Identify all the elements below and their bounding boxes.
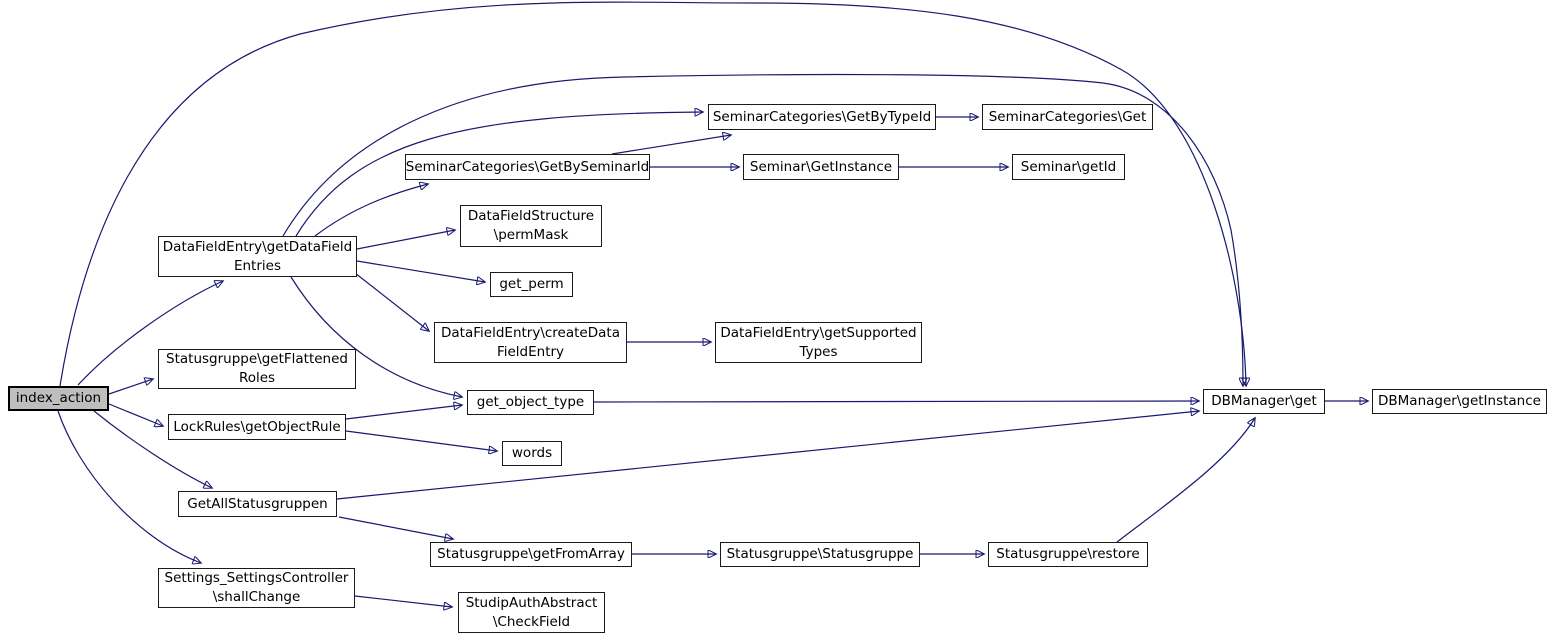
node-seminarcategories-getbyseminarid[interactable]: SeminarCategories\GetBySeminarId bbox=[405, 154, 650, 180]
edge-getdatafieldentries-to-getbytypeid bbox=[295, 112, 703, 237]
node-dbmanager-getinstance[interactable]: DBManager\getInstance bbox=[1372, 389, 1547, 414]
edge-getallstatusgruppen-to-dbmanager-get bbox=[336, 411, 1199, 500]
node-index-action[interactable]: index_action bbox=[8, 386, 109, 411]
node-settings-settingscontroller-shallchange[interactable]: Settings_SettingsController \shallChange bbox=[158, 568, 355, 608]
node-seminarcategories-get[interactable]: SeminarCategories\Get bbox=[982, 104, 1153, 130]
node-getallstatusgruppen[interactable]: GetAllStatusgruppen bbox=[178, 491, 337, 517]
edge-getdatafieldentries-to-getobjecttype bbox=[290, 276, 462, 397]
edge-getobjectrule-to-getobjecttype bbox=[345, 405, 462, 420]
node-words[interactable]: words bbox=[502, 441, 562, 466]
edge-shallchange-to-checkfield bbox=[354, 595, 452, 607]
node-dbmanager-get[interactable]: DBManager\get bbox=[1203, 389, 1325, 414]
edge-getbyseminarid-to-getbytypeid bbox=[611, 135, 731, 155]
node-get-perm[interactable]: get_perm bbox=[490, 272, 573, 297]
node-datafieldentry-getdatafieldentries[interactable]: DataFieldEntry\getDataField Entries bbox=[158, 236, 357, 277]
edge-index-to-shallchange bbox=[57, 410, 201, 563]
node-get-object-type[interactable]: get_object_type bbox=[467, 390, 594, 415]
edge-getobjecttype-to-dbmanager-get bbox=[593, 401, 1199, 402]
edge-getdatafieldentries-to-getperm bbox=[356, 260, 485, 282]
edge-getdatafieldentries-to-createdatafieldentry bbox=[354, 272, 429, 331]
node-studipauthabstract-checkfield[interactable]: StudipAuthAbstract \CheckField bbox=[458, 592, 605, 633]
node-datafieldentry-getsupportedtypes[interactable]: DataFieldEntry\getSupported Types bbox=[715, 322, 922, 363]
edge-index-to-getobjectrule bbox=[108, 403, 163, 426]
node-datafieldstructure-permmask[interactable]: DataFieldStructure \permMask bbox=[460, 205, 602, 247]
edge-index-to-getdatafieldentries bbox=[77, 281, 223, 386]
node-statusgruppe-restore[interactable]: Statusgruppe\restore bbox=[988, 542, 1148, 567]
node-statusgruppe-getfromarray[interactable]: Statusgruppe\getFromArray bbox=[430, 542, 632, 567]
node-lockrules-getobjectrule[interactable]: LockRules\getObjectRule bbox=[168, 414, 346, 440]
edge-getdatafieldentries-to-permmask bbox=[356, 230, 455, 250]
node-seminarcategories-getbytypeid[interactable]: SeminarCategories\GetByTypeId bbox=[708, 104, 936, 130]
node-datafieldentry-createdatafieldentry[interactable]: DataFieldEntry\createData FieldEntry bbox=[434, 322, 627, 363]
edge-getobjectrule-to-words bbox=[345, 430, 497, 451]
edge-index-to-getflattenedroles bbox=[108, 379, 153, 395]
node-seminar-getid[interactable]: Seminar\getId bbox=[1012, 154, 1125, 180]
edge-getallstatusgruppen-to-getfromarray bbox=[338, 516, 453, 539]
node-statusgruppe-statusgruppe[interactable]: Statusgruppe\Statusgruppe bbox=[720, 542, 920, 567]
edge-getdatafieldentries-to-getbyseminarid bbox=[314, 184, 428, 237]
edge-getdatafieldentries-to-dbmanager-get bbox=[282, 73, 1243, 386]
edge-index-to-dbmanager-get bbox=[59, 1, 1246, 386]
edge-restore-to-dbmanager-get bbox=[1116, 418, 1255, 543]
edge-index-to-getallstatusgruppen bbox=[93, 410, 212, 488]
node-statusgruppe-getflattenedroles[interactable]: Statusgruppe\getFlattened Roles bbox=[158, 349, 356, 389]
node-seminar-getinstance[interactable]: Seminar\GetInstance bbox=[743, 154, 899, 180]
